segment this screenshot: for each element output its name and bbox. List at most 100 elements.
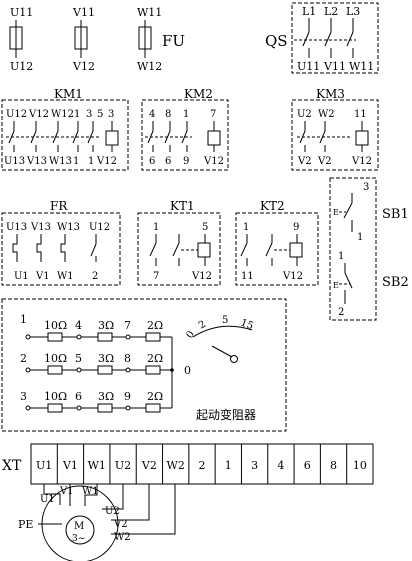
sb2-push-mark: E xyxy=(333,281,339,290)
sb2-bottom: 2 xyxy=(338,307,344,318)
motor-lead-u2: U2 xyxy=(105,506,120,517)
qs-top-l3: L3 xyxy=(346,5,360,18)
qs-bottom-v11: V11 xyxy=(323,60,346,73)
sb1-top: 3 xyxy=(363,182,369,193)
rheo-row3-r2: 3Ω xyxy=(98,390,114,403)
rheo-row3-r1: 10Ω xyxy=(44,390,67,403)
rheo-row1-r3: 2Ω xyxy=(147,319,163,332)
rheo-dial-5: 5 xyxy=(222,315,228,326)
motor-phase-label: 3~ xyxy=(72,534,85,544)
rheo-row2-n2: 5 xyxy=(75,352,82,365)
rheo-dial-0: 0 xyxy=(184,329,197,341)
xt-terminal-v1: V1 xyxy=(62,459,78,472)
fuse-1-bottom-label: U12 xyxy=(10,60,33,73)
km1-top-3: 1 xyxy=(74,109,80,120)
xt-terminal-w2: W2 xyxy=(167,459,185,472)
rheo-caption: 起动变阻器 xyxy=(196,407,256,422)
rheo-row1-n2: 4 xyxy=(75,319,82,332)
km2-contactor: KM2 4 8 1 7 6 6 9 V12 xyxy=(141,87,229,171)
pushbuttons: 3 E 1 SB1 1 E 2 SB2 xyxy=(329,177,409,321)
kt2-bottom-0: 11 xyxy=(241,271,254,282)
kt2-top-0: 1 xyxy=(243,222,249,233)
fr-bottom-3: 2 xyxy=(92,271,98,282)
fuse-group: U11 U12 V11 V12 W11 W12 FU xyxy=(9,6,185,73)
fr-bottom-0: U1 xyxy=(14,271,29,282)
rheo-row2-n3: 8 xyxy=(124,352,131,365)
motor-lead-u1: U1 xyxy=(40,494,55,505)
km1-bottom-4: 1 xyxy=(88,156,94,167)
fr-top-1: V13 xyxy=(30,222,51,233)
km3-bottom-2: V12 xyxy=(351,156,372,167)
motor-lead-w1: W1 xyxy=(82,486,99,497)
km2-bottom-1: 6 xyxy=(165,156,171,167)
rheo-dial-15: 15 xyxy=(239,317,255,332)
km1-top-2: W12 xyxy=(51,109,74,120)
rheo-row1-n1: 1 xyxy=(20,313,27,326)
km1-bottom-2: W13 xyxy=(49,156,72,167)
rheo-row2-res3 xyxy=(145,365,161,375)
km3-top-1: W2 xyxy=(318,109,335,120)
kt1-coil xyxy=(197,242,211,258)
motor-lead-w2: W2 xyxy=(114,532,131,543)
qs-top-l2: L2 xyxy=(324,5,338,18)
km2-top-3: 7 xyxy=(210,109,216,120)
rheo-row3-res2 xyxy=(97,403,113,413)
km1-bottom-0: U13 xyxy=(4,156,25,167)
fr-relay: FR U13 V13 W13 U12 U1 V1 W1 2 xyxy=(1,199,121,286)
rheo-row1-r1: 10Ω xyxy=(44,319,67,332)
xt-terminal-10: 10 xyxy=(353,459,367,472)
km1-contactor: KM1 U12 V12 W12 1 3 5 3 U13 V13 W13 1 1 … xyxy=(1,87,129,171)
xt-terminal-3: 3 xyxy=(251,459,258,472)
km2-label: KM2 xyxy=(184,87,213,101)
km1-top-6: 3 xyxy=(108,109,114,120)
kt1-bottom-1: V12 xyxy=(191,271,212,282)
kt2-top-1: 9 xyxy=(293,222,299,233)
km1-top-4: 3 xyxy=(86,109,92,120)
rheo-row2-n1: 2 xyxy=(20,352,27,365)
km2-bottom-0: 6 xyxy=(149,156,155,167)
rheo-row3-res3 xyxy=(145,403,161,413)
qs-bottom-w11: W11 xyxy=(349,60,374,73)
rheo-knob xyxy=(230,355,238,363)
qs-bottom-u11: U11 xyxy=(297,60,320,73)
xt-terminal-v2: V2 xyxy=(141,459,157,472)
km1-top-1: V12 xyxy=(28,109,49,120)
fr-top-0: U13 xyxy=(6,222,27,233)
sb1-push-mark: E xyxy=(333,208,339,217)
rheo-row3-r3: 2Ω xyxy=(147,390,163,403)
km1-top-5: 5 xyxy=(97,109,103,120)
km1-bottom-3: 1 xyxy=(73,156,79,167)
km2-bottom-3: V12 xyxy=(203,156,224,167)
fuse-1 xyxy=(9,26,23,50)
rheo-row3-n3: 9 xyxy=(124,390,131,403)
km2-top-2: 1 xyxy=(183,109,189,120)
kt1-bottom-0: 7 xyxy=(153,271,159,282)
sb1-label: SB1 xyxy=(382,207,409,222)
xt-terminal-u2: U2 xyxy=(115,459,131,472)
fuse-2-bottom-label: V12 xyxy=(72,60,95,73)
kt2-label: KT2 xyxy=(260,199,285,213)
rheo-row2-r1: 10Ω xyxy=(44,352,67,365)
km2-coil xyxy=(207,130,221,146)
rheo-row3-n1: 3 xyxy=(20,390,27,403)
fuse-3-bottom-label: W12 xyxy=(137,60,162,73)
fr-label: FR xyxy=(50,199,68,213)
rheo-row1-n3: 7 xyxy=(124,319,131,332)
kt1-label: KT1 xyxy=(170,199,195,213)
qs-label: QS xyxy=(265,32,288,50)
km3-coil xyxy=(355,130,369,146)
km2-top-1: 8 xyxy=(165,109,171,120)
xt-terminal-2: 2 xyxy=(199,459,206,472)
kt2-timer: KT2 1 9 11 V12 xyxy=(235,199,319,286)
rheo-row1-r2: 3Ω xyxy=(98,319,114,332)
motor-lead-v1: V1 xyxy=(59,486,74,497)
sb2-label: SB2 xyxy=(382,275,409,290)
km3-top-0: U2 xyxy=(297,109,312,120)
kt1-top-1: 5 xyxy=(202,222,208,233)
motor: PE M 3~ U1 V1 W1 U2 V2 W2 xyxy=(18,484,176,561)
fr-bottom-2: W1 xyxy=(57,271,74,282)
kt2-coil xyxy=(289,242,303,258)
km1-bottom-1: V13 xyxy=(26,156,47,167)
